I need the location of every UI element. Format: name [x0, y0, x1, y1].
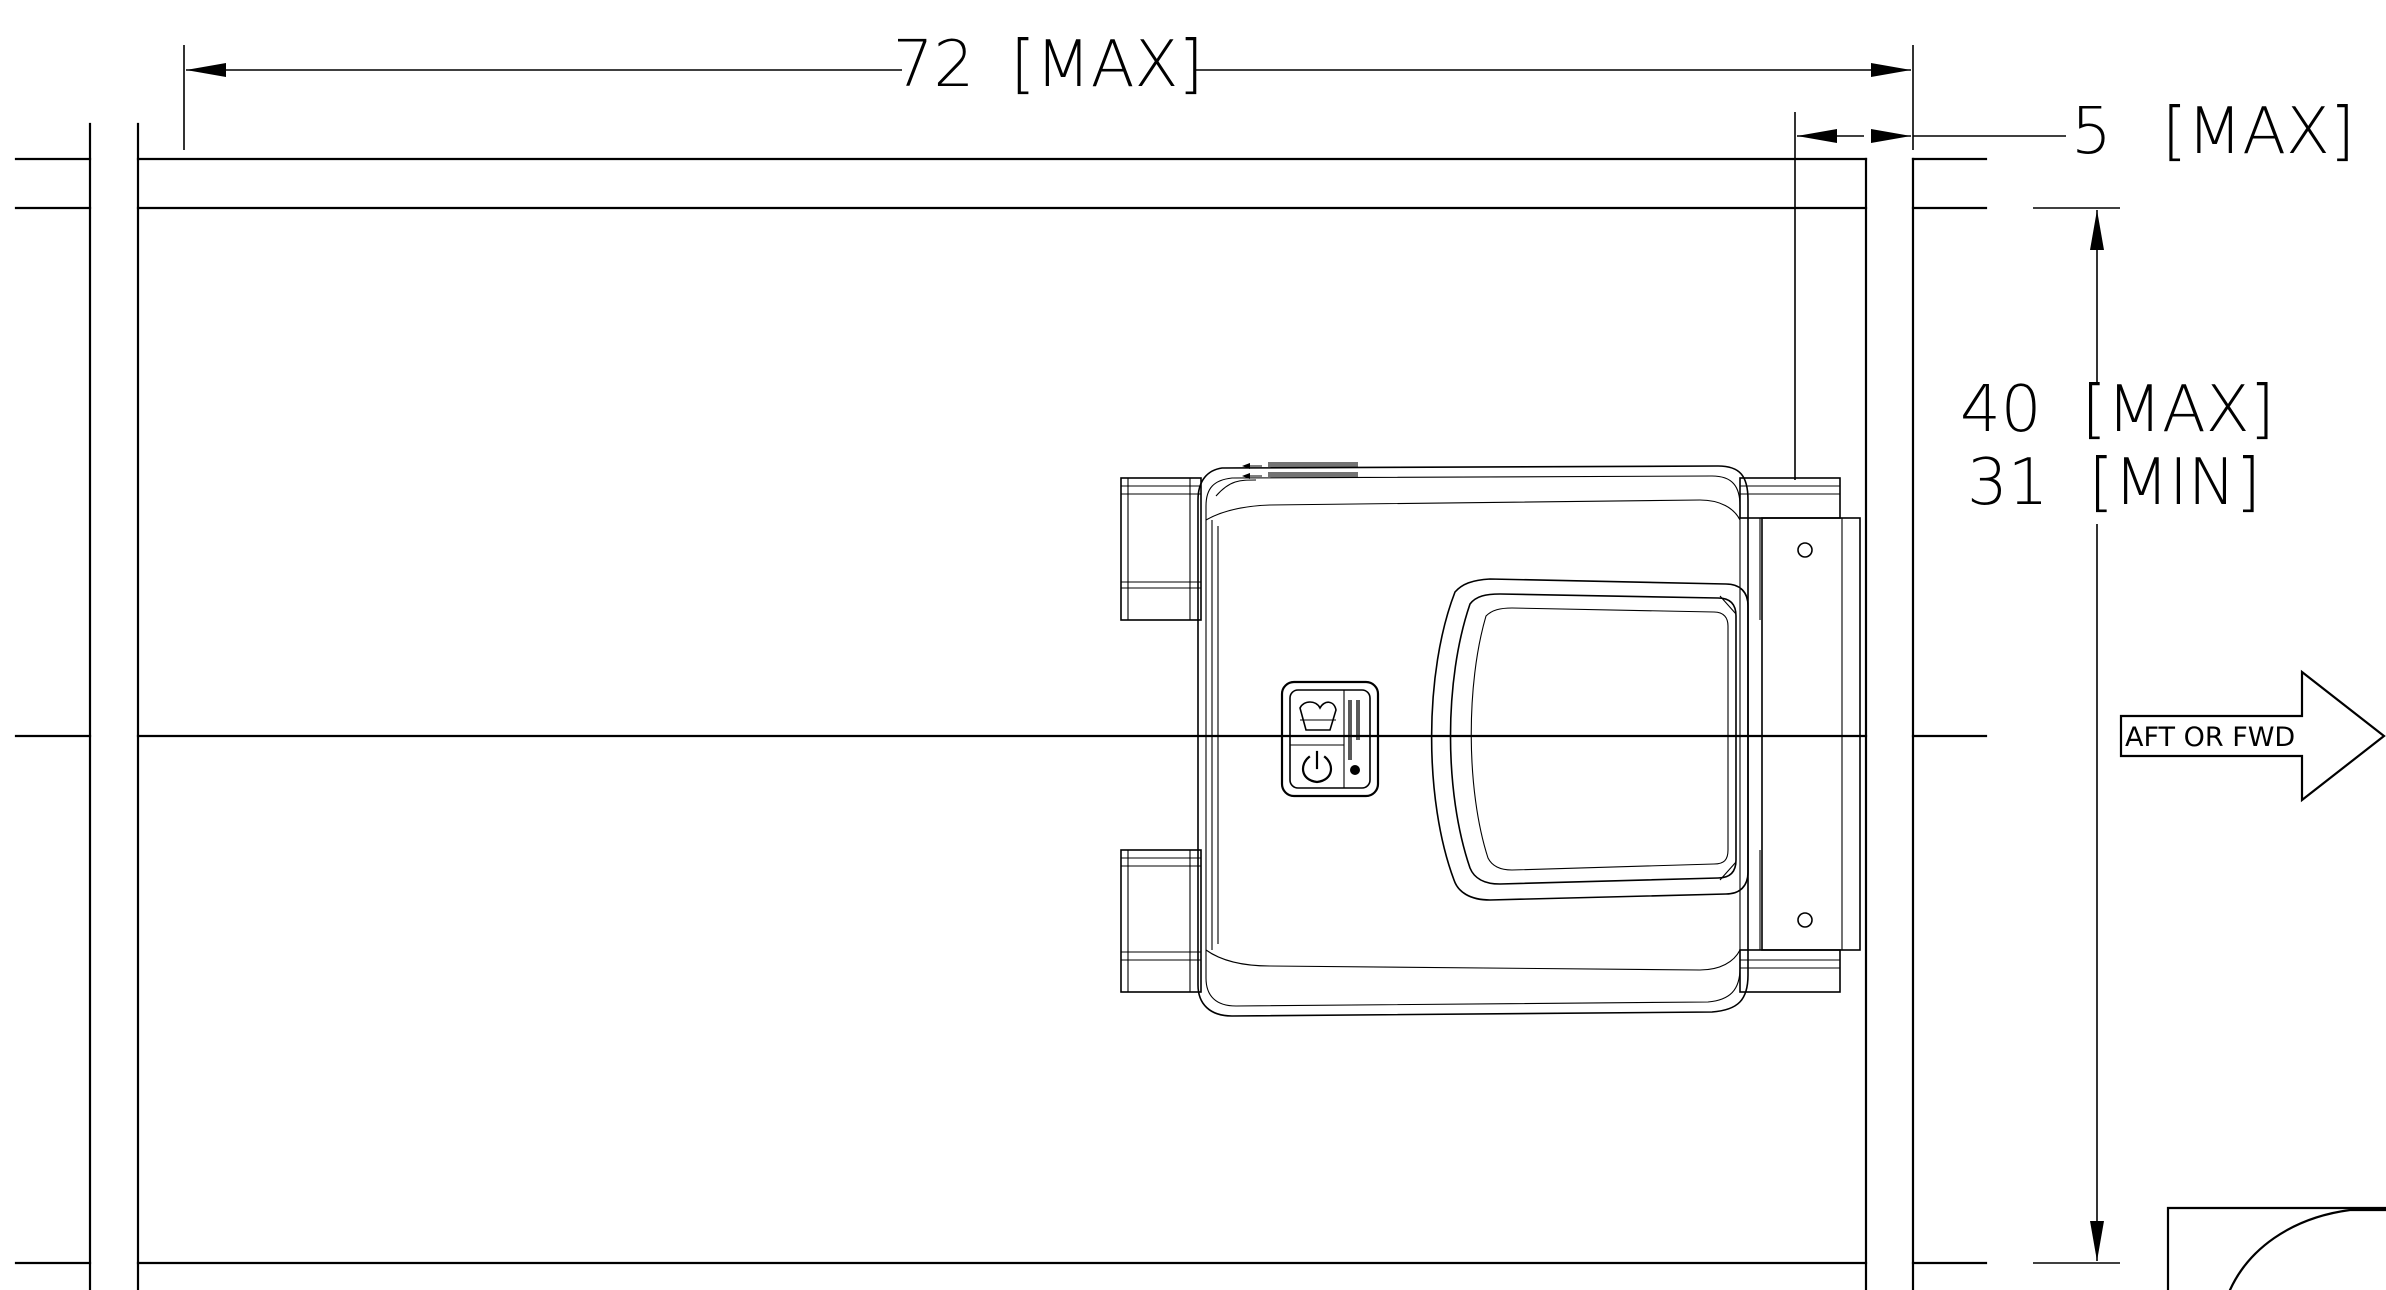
seat-edge-markings [1242, 462, 1358, 479]
seat-backrest [1430, 578, 1749, 901]
seat-left-leg-lower [1120, 849, 1202, 993]
seat-right-leg-upper [1739, 477, 1841, 620]
svg-text:31 [MIN]: 31 [MIN] [1967, 446, 2261, 520]
dimension-length: 72 [MAX] [183, 28, 1914, 150]
seat-top-view [1120, 462, 1861, 1017]
seat-right-leg-lower [1739, 850, 1841, 993]
floor-frame [14, 122, 1988, 1290]
dimension-width-max-qualifier: [MAX] [2082, 373, 2275, 447]
dimension-length-qualifier: [MAX] [1011, 28, 1204, 102]
seat-rear-plate [1761, 517, 1861, 951]
dimension-spacing: 5 [MAX] [1794, 95, 2355, 480]
dimension-width-min-value: 31 [1967, 446, 2048, 520]
fastener-icon [1797, 912, 1813, 928]
dimension-spacing-qualifier: [MAX] [2162, 95, 2355, 169]
seat-left-leg-upper [1120, 477, 1202, 621]
direction-arrow-icon: AFT OR FWD [2119, 669, 2386, 803]
fastener-icon [1797, 542, 1813, 558]
dimension-length-value: 72 [893, 28, 974, 102]
direction-arrow-label: AFT OR FWD [2125, 722, 2295, 753]
dimension-width-max-value: 40 [1960, 373, 2041, 447]
placard-icon [1280, 680, 1380, 798]
seat-pan-outer [1197, 465, 1749, 1017]
svg-text:5 [MAX]: 5 [MAX] [2071, 95, 2355, 169]
dimension-spacing-value: 5 [2071, 95, 2112, 169]
dimension-width-min-qualifier: [MIN] [2089, 446, 2261, 520]
corner-symbol-icon [2166, 1206, 2386, 1290]
svg-text:40 [MAX]: 40 [MAX] [1960, 373, 2275, 447]
dimension-width: 40 [MAX] 31 [MIN] [1960, 207, 2275, 1264]
svg-text:72 [MAX]: 72 [MAX] [893, 28, 1204, 102]
